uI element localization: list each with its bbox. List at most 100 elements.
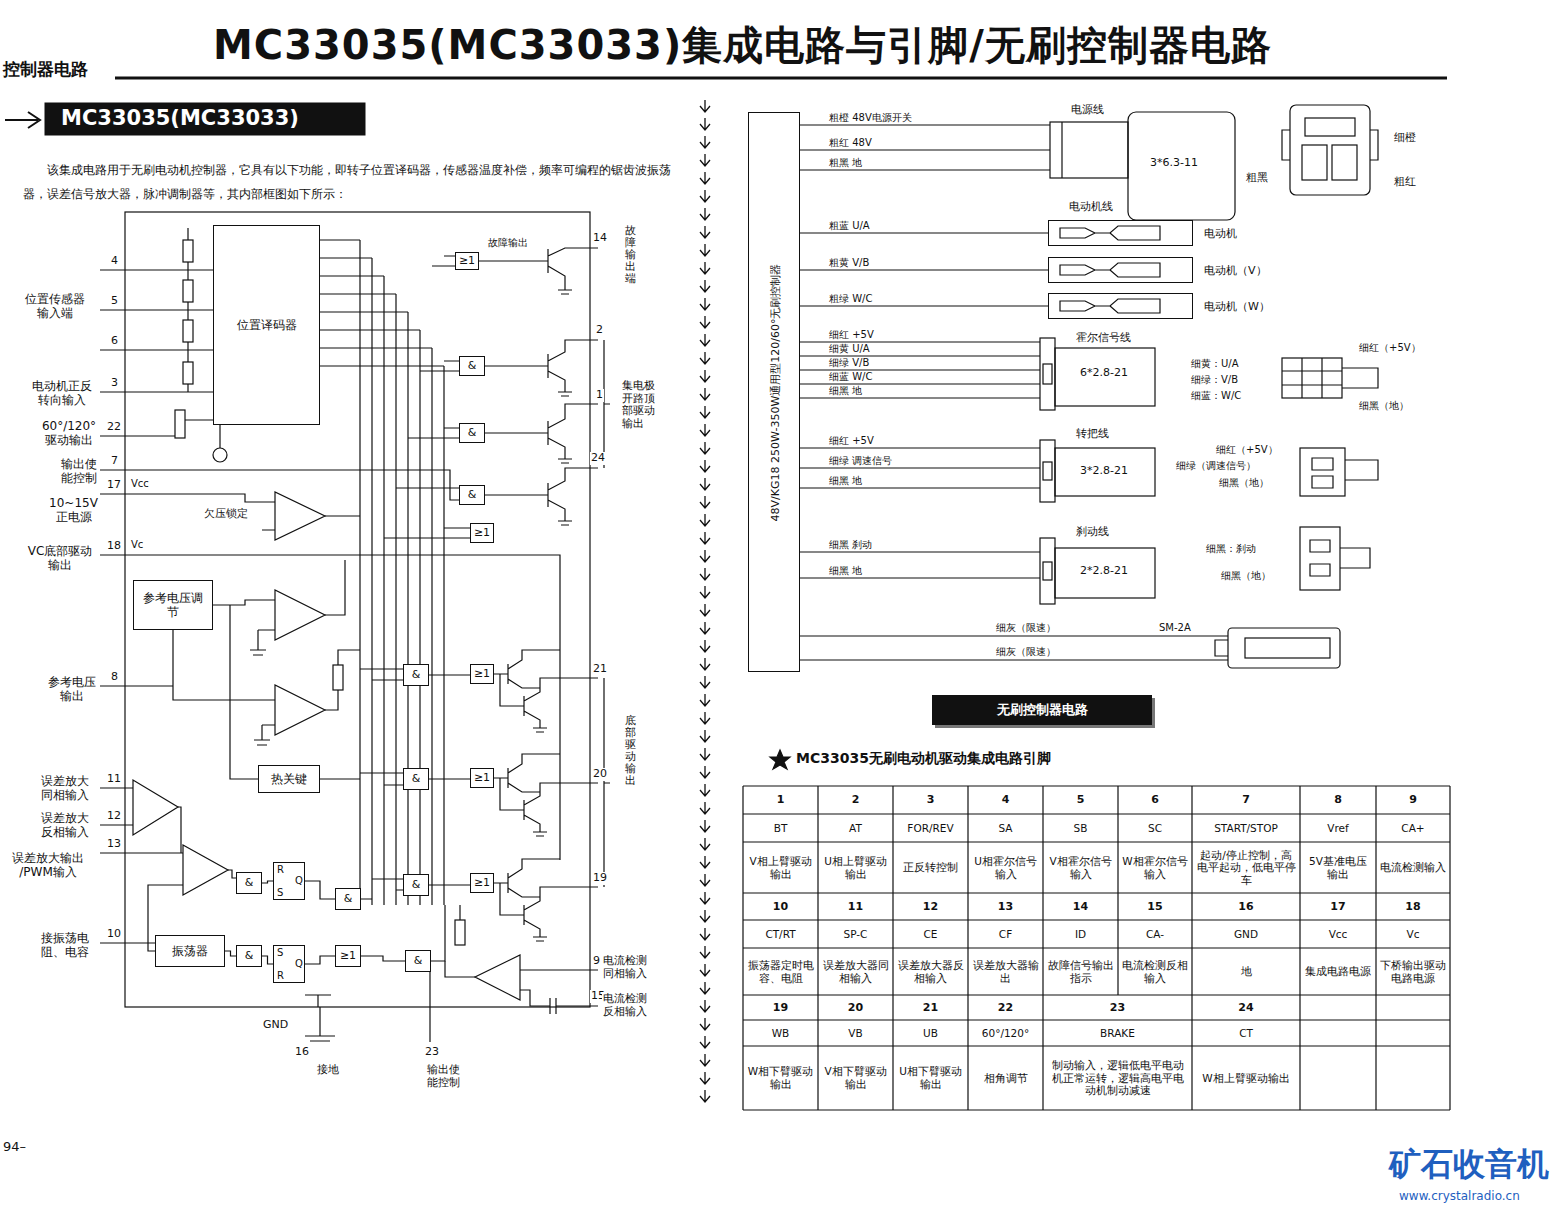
- hall-connector: 6*2.8-21: [1040, 338, 1156, 410]
- block-diagram-wire: [125, 212, 590, 1007]
- table-cell: GND: [1195, 922, 1297, 946]
- table-cell: 8: [1303, 788, 1373, 812]
- logic-gate: &: [459, 356, 485, 376]
- wire-label: 细黑 地: [828, 475, 863, 487]
- connector-drawing: [1332, 145, 1357, 180]
- logic-gate: &: [335, 888, 361, 910]
- table-cell: 10: [746, 895, 815, 918]
- node-label: 参考电压调节: [138, 591, 208, 620]
- connector-wire: [800, 397, 1040, 398]
- connector-drawing: [1310, 540, 1370, 576]
- label-text: 位置传感器 输入端: [18, 293, 92, 321]
- block-diagram-wire: [305, 995, 335, 1041]
- block-diagram-wire: [100, 555, 560, 860]
- connector-wire: [800, 467, 1040, 468]
- wire-label: 粗黄 V/B: [828, 257, 870, 269]
- table-cell: 60°/120°: [971, 1022, 1040, 1044]
- label-text: 4: [110, 255, 119, 268]
- connector-drawing: [770, 105, 1378, 769]
- label-text: 转把线: [1075, 428, 1110, 441]
- table-cell: CF: [971, 922, 1040, 946]
- block-diagram-wire: [183, 320, 193, 342]
- label-text: 9: [592, 955, 601, 968]
- table-cell: 18: [1379, 895, 1447, 918]
- table-cell: SB: [1046, 816, 1115, 840]
- table-cell: 电流检测反相输入: [1121, 950, 1189, 993]
- table-cell: 地: [1195, 950, 1297, 993]
- label-text: 8: [110, 671, 119, 684]
- connector-wire: [800, 305, 1048, 306]
- block-diagram-wire: [475, 955, 520, 1000]
- label-text: 接振荡电 阻、电容: [38, 932, 92, 960]
- connector-drawing: [1282, 358, 1378, 398]
- down-arrow: [700, 478, 710, 490]
- table-cell: 6: [1121, 788, 1189, 812]
- connector-drawing: [800, 636, 1228, 660]
- connector-drawing: [1060, 263, 1160, 277]
- node-label: R: [277, 864, 284, 875]
- table-cell: 7: [1195, 788, 1297, 812]
- label-text: 粗红: [1393, 176, 1417, 189]
- label-text: 24: [590, 452, 606, 465]
- table-cell: 误差放大器同相输入: [821, 950, 890, 993]
- logic-gate: ≥1: [335, 945, 361, 967]
- wire-label: 粗橙 48V电源开关: [828, 112, 913, 124]
- label-text: 电源线: [1070, 104, 1105, 117]
- logic-gate: ≥1: [470, 768, 494, 788]
- label-text: 2: [595, 324, 604, 337]
- table-cell: Vref: [1303, 816, 1373, 840]
- table-cell: 1: [746, 788, 815, 812]
- node-label: 无刷控制器电路: [997, 701, 1088, 719]
- node-label: 6*2.8-21: [1080, 366, 1128, 379]
- wire-label: 粗黑 地: [828, 157, 863, 169]
- table-cell: CT: [1195, 1022, 1297, 1044]
- label-text: 欠压锁定: [203, 508, 249, 521]
- down-arrow: [700, 406, 710, 418]
- block-diagram-wire: [183, 280, 193, 302]
- table-cell: 23: [1046, 997, 1189, 1018]
- label-text: 输出使 能控制: [58, 458, 100, 486]
- rs-latch: SQR: [273, 945, 305, 983]
- down-arrow: [700, 244, 710, 256]
- logic-gate: &: [403, 874, 429, 896]
- node-label: ≥1: [459, 254, 475, 267]
- label-text: 细灰（限速）: [995, 622, 1057, 634]
- label-text: 该集成电路用于无刷电动机控制器，它具有以下功能，即转子位置译码器，传感器温度补偿…: [22, 158, 674, 206]
- label-text: 粗黑: [1245, 172, 1269, 185]
- block-diagram-wire: [320, 240, 444, 366]
- label-text: 19: [592, 872, 608, 885]
- down-arrow: [700, 820, 710, 832]
- block-diagram-wire: [275, 590, 325, 640]
- logic-gate: &: [459, 423, 485, 443]
- block-diagram-wire: [384, 256, 470, 538]
- node-label: ≥1: [474, 667, 490, 680]
- connector-drawing: [1055, 348, 1155, 406]
- label-text: 细黑（地）: [1220, 570, 1272, 582]
- label-text: 细黑（地）: [1358, 400, 1410, 412]
- connector-wire: [225, 951, 236, 956]
- down-arrow: [700, 982, 710, 994]
- connector-wire: [800, 487, 1040, 488]
- block-diagram-wire: [604, 340, 610, 887]
- node-label: 2*2.8-21: [1080, 564, 1128, 577]
- table-cell: 误差放大器反相输入: [896, 950, 965, 993]
- block-diagram-wire: [325, 560, 345, 615]
- table-cell: W相下臂驱动输出: [746, 1048, 815, 1108]
- connector-drawing: [1312, 458, 1378, 488]
- down-arrow: [700, 1054, 710, 1066]
- wire-label: 细黑 地: [828, 385, 863, 397]
- table-cell: 21: [896, 997, 965, 1018]
- connector-drawing: [1043, 562, 1052, 580]
- down-arrow: [700, 550, 710, 562]
- connector-drawing: [1215, 640, 1228, 656]
- node-label: &: [412, 772, 421, 785]
- node-label: &: [414, 954, 423, 967]
- label-text: 7: [110, 455, 119, 468]
- down-arrow: [700, 316, 710, 328]
- block-diagram-wire: [100, 494, 275, 530]
- down-arrow: [700, 928, 710, 940]
- label-text: MC33035无刷电动机驱动集成电路引脚: [795, 750, 1052, 766]
- down-arrow: [700, 730, 710, 742]
- header-rule: [115, 77, 1447, 80]
- node-label: 48V/KG18 250W-350W通用型120/60°无刷控制器: [768, 133, 783, 653]
